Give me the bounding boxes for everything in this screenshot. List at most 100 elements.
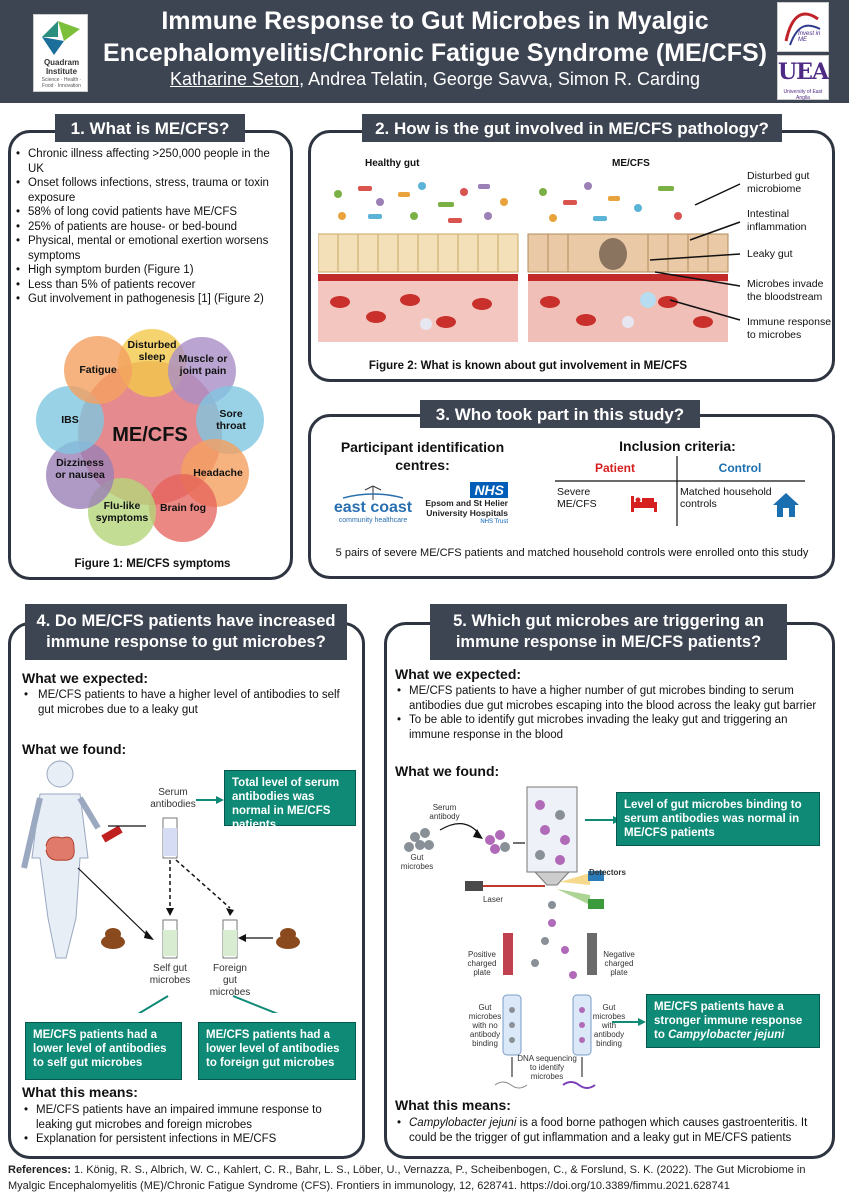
label-laser: Laser xyxy=(482,895,503,904)
label-dna-sequencing: DNA sequencing to identify microbes xyxy=(517,1054,577,1081)
human-body-illustration xyxy=(21,760,101,959)
symptom-label-dizziness: Dizziness or nausea xyxy=(55,457,105,481)
result-stronger-text: ME/CFS patients have a stronger immune r… xyxy=(654,1001,803,1041)
figure-1-caption: Figure 1: ME/CFS symptoms xyxy=(74,558,231,570)
label-foreign-microbes: Foreign gut microbes xyxy=(209,963,251,998)
symptom-circle-fatigue xyxy=(64,336,132,404)
list-item: 58% of long covid patients have ME/CFS xyxy=(14,205,286,220)
panel4-expected-list: ME/CFS patients to have a higher level o… xyxy=(22,688,352,717)
symptom-label-fatigue: Fatigue xyxy=(79,364,117,376)
serum-tube xyxy=(162,817,178,859)
nhs-logo: NHS Epsom and St Helier University Hospi… xyxy=(416,482,508,528)
title-line-2: Encephalomyelitis/Chronic Fatigue Syndro… xyxy=(103,39,767,67)
references-text: 1. König, R. S., Albrich, W. C., Kahlert… xyxy=(8,1164,806,1192)
centres-heading: Participant identification centres: xyxy=(340,439,505,473)
gut-label-healthy: Healthy gut xyxy=(365,158,420,169)
panel4-found-heading: What we found: xyxy=(22,741,127,757)
annotation-disturbed-microbiome: Disturbed gut microbiome xyxy=(747,170,810,195)
uea-logo: UEA University of East Anglia xyxy=(777,55,829,101)
invest-in-me-logo: Invest in ME xyxy=(777,2,829,52)
foreign-microbes-tube xyxy=(222,919,238,959)
list-item: Onset follows infections, stress, trauma… xyxy=(14,176,286,205)
list-item: Less than 5% of patients recover xyxy=(14,278,286,293)
participants-summary: 5 pairs of severe ME/CFS patients and ma… xyxy=(335,547,809,559)
quadram-logo-tagline: Science · Health · Food · Innovation xyxy=(41,77,82,89)
annotation-inflammation: Intestinal inflammation xyxy=(747,208,807,233)
criteria-patient-header: Patient xyxy=(594,461,635,475)
result-self-microbes: ME/CFS patients had a lower level of ant… xyxy=(25,1022,182,1080)
symptom-circle-brain-fog xyxy=(149,474,217,542)
symptom-circle-disturbed-sleep xyxy=(118,329,186,397)
means-species: Campylobacter jejuni xyxy=(409,1117,517,1129)
symptom-label-ibs: IBS xyxy=(61,414,79,426)
criteria-control-value: Matched household controls xyxy=(680,486,772,510)
author-list: Katharine Seton, Andrea Telatin, George … xyxy=(100,69,770,90)
sample-tube xyxy=(526,786,578,886)
negative-plate xyxy=(587,933,597,975)
result-arrow-stronger xyxy=(612,1018,646,1026)
references-label: References: xyxy=(8,1164,71,1176)
house-icon xyxy=(773,493,799,517)
label-negative-plate: Negative charged plate xyxy=(603,950,635,977)
list-item: 25% of patients are house- or bed-bound xyxy=(14,220,286,235)
nhs-hospital-name: Epsom and St Helier University Hospitals xyxy=(425,498,508,518)
result-stronger-species: Campylobacter jejuni xyxy=(668,1029,785,1041)
symptom-label-brain-fog: Brain fog xyxy=(159,502,207,514)
quadram-institute-logo: Quadram Institute Science · Health · Foo… xyxy=(33,14,88,92)
labelled-microbes-cluster xyxy=(485,830,510,854)
blood-tube-icon xyxy=(101,825,123,843)
figure-2-caption: Figure 2: What is known about gut involv… xyxy=(368,360,688,372)
nhs-badge: NHS xyxy=(470,482,508,498)
panel5-found-heading: What we found: xyxy=(395,763,500,779)
symptom-label-muscle-pain: Muscle or joint pain xyxy=(178,353,228,377)
list-item: To be able to identify gut microbes inva… xyxy=(395,713,827,742)
self-microbes-tube xyxy=(162,919,178,959)
annotation-leaky-gut: Leaky gut xyxy=(747,248,793,260)
stool-icon-foreign xyxy=(276,928,300,949)
title-line-1: Immune Response to Gut Microbes in Myalg… xyxy=(161,7,709,35)
panel5-means-heading: What this means: xyxy=(395,1097,511,1113)
criteria-patient-value: Severe ME/CFS xyxy=(557,486,597,510)
label-fsc: FSC xyxy=(590,885,602,891)
annotation-microbes-invade: Microbes invade the bloodstream xyxy=(747,278,824,303)
list-item: Physical, mental or emotional exertion w… xyxy=(14,234,286,263)
label-positive-plate: Positive charged plate xyxy=(467,950,497,977)
microbes-layer xyxy=(318,172,738,232)
list-item: Chronic illness affecting >250,000 peopl… xyxy=(14,147,286,176)
quadram-logo-name: Quadram Institute xyxy=(43,58,80,76)
gut-label-mecfs: ME/CFS xyxy=(612,158,650,169)
collection-tube-binding xyxy=(572,994,592,1056)
panel5-means-list: Campylobacter jejuni is a food borne pat… xyxy=(395,1116,827,1145)
symptom-labels: Disturbed sleep Muscle or joint pain Sor… xyxy=(30,325,275,555)
panel1-title: 1. What is ME/CFS? xyxy=(55,114,245,142)
symptom-circle-sore-throat xyxy=(196,386,264,454)
label-gut-microbes-input: Gut microbes xyxy=(400,853,434,871)
bed-icon xyxy=(631,496,657,512)
list-item: Gut involvement in pathogenesis [1] (Fig… xyxy=(14,292,286,307)
label-serum-antibodies: Serum antibodies xyxy=(150,787,196,810)
panel4-expected-heading: What we expected: xyxy=(22,670,149,686)
panel3-title: 3. Who took part in this study? xyxy=(420,400,700,428)
gut-microbes-cluster xyxy=(404,828,434,852)
annotation-immune-response: Immune response to microbes xyxy=(747,316,832,341)
gut-comparison-illustration xyxy=(318,172,738,342)
panel1-bullet-list: Chronic illness affecting >250,000 peopl… xyxy=(14,147,286,307)
label-serum-antibody: Serum antibody xyxy=(429,803,460,821)
result-total-antibodies: Total level of serum antibodies was norm… xyxy=(224,770,356,831)
symptom-circle-dizziness xyxy=(46,441,114,509)
label-binding: Gut microbes with antibody binding xyxy=(592,1003,626,1048)
result-stronger-response: ME/CFS patients have a stronger immune r… xyxy=(646,994,820,1048)
panel4-means-heading: What this means: xyxy=(22,1084,138,1100)
result-level-normal: Level of gut microbes binding to serum a… xyxy=(616,792,820,846)
list-item: ME/CFS patients have an impaired immune … xyxy=(22,1103,352,1132)
panel4-title: 4. Do ME/CFS patients have increased imm… xyxy=(25,604,347,660)
references: References: 1. König, R. S., Albrich, W.… xyxy=(8,1162,843,1194)
collection-tube-no-binding xyxy=(502,994,522,1056)
poster-title: Immune Response to Gut Microbes in Myalg… xyxy=(100,5,770,69)
label-ssc: SSC xyxy=(589,913,603,919)
symptom-label-flu-like: Flu-like symptoms xyxy=(95,500,149,524)
positive-plate xyxy=(503,933,513,975)
criteria-control-header: Control xyxy=(718,461,762,475)
panel5-expected-list: ME/CFS patients to have a higher number … xyxy=(395,684,827,742)
panel4-means-list: ME/CFS patients have an impaired immune … xyxy=(22,1103,352,1147)
